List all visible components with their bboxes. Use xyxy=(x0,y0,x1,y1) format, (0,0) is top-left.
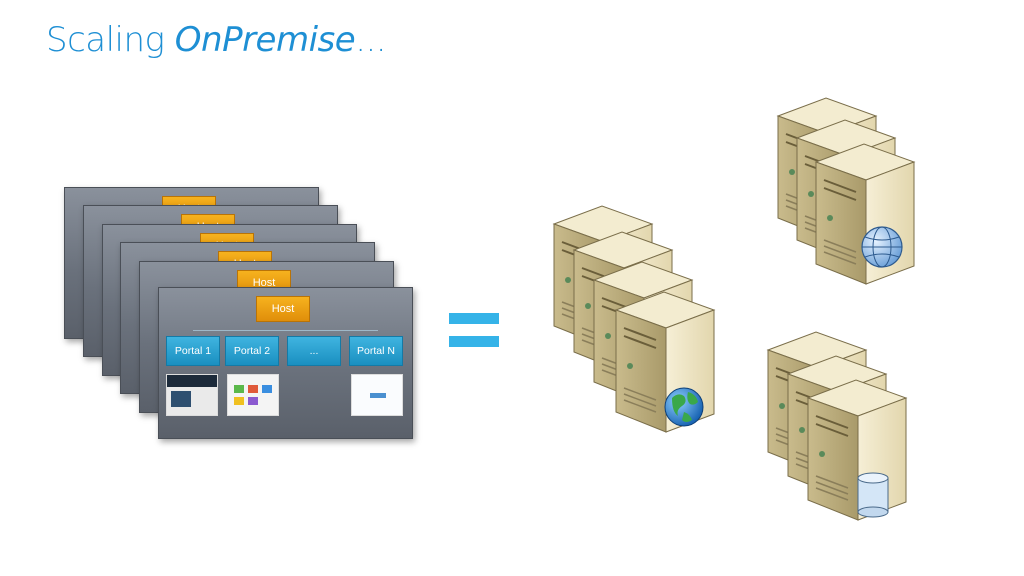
portal-thumbnail xyxy=(227,374,279,416)
portal-box: Portal 1 xyxy=(166,336,220,366)
portal-thumbnail xyxy=(351,374,403,416)
title-italic: OnPremise xyxy=(174,20,356,60)
equals-bar-bottom xyxy=(449,336,499,347)
equals-bar-top xyxy=(449,313,499,324)
host-box: Host xyxy=(256,296,310,322)
portal-box: Portal 2 xyxy=(225,336,279,366)
portal-thumbnail xyxy=(166,374,218,416)
title-plain: Scaling xyxy=(46,20,175,60)
portal-box: Portal N xyxy=(349,336,403,366)
title-ellipsis: ... xyxy=(355,20,387,60)
farm-card-front: Host Portal 1 Portal 2 ... Portal N xyxy=(158,287,413,439)
connector-line xyxy=(193,330,378,331)
portal-box: ... xyxy=(287,336,341,366)
page-title: Scaling OnPremise... xyxy=(46,20,387,60)
